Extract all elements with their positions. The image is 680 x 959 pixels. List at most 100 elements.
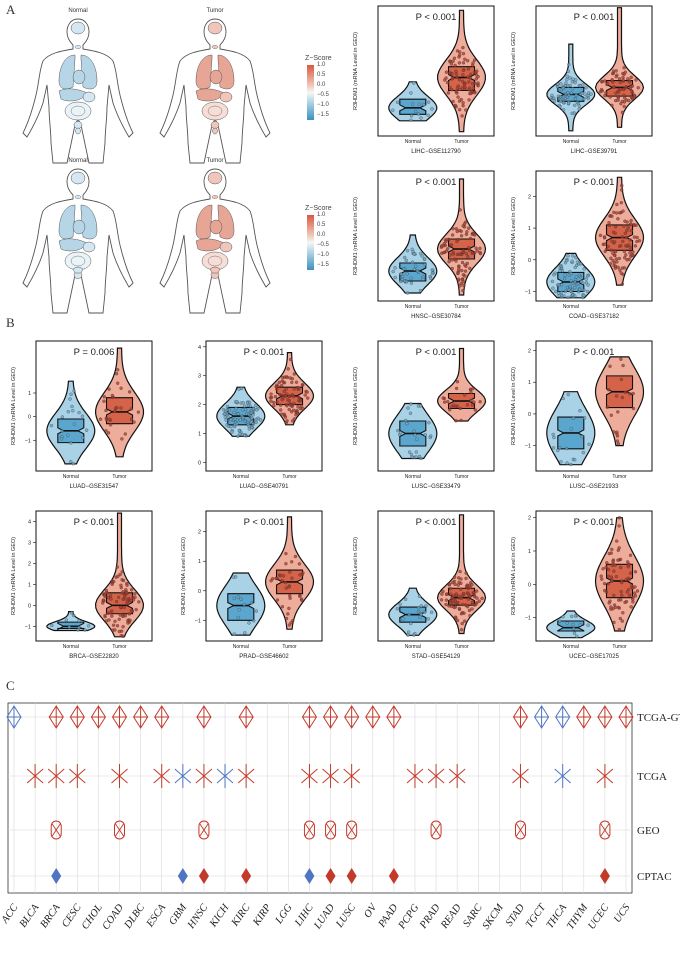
data-point — [393, 266, 397, 270]
data-point — [108, 423, 113, 427]
data-point — [470, 63, 475, 67]
data-point — [448, 408, 452, 412]
data-point — [571, 416, 576, 420]
marker-diamond-outline-up — [111, 705, 128, 729]
data-point — [444, 239, 448, 244]
data-point — [60, 429, 64, 433]
data-point — [232, 410, 236, 415]
marker-asterisk-up — [301, 764, 318, 788]
data-point — [601, 567, 605, 571]
data-point — [407, 612, 411, 617]
data-point — [298, 398, 303, 402]
stomach-organ — [219, 91, 233, 103]
y-tick-label: 2 — [198, 403, 201, 409]
data-point — [108, 594, 113, 598]
data-point — [573, 97, 578, 101]
data-point — [119, 629, 124, 633]
data-point — [404, 418, 408, 423]
data-point — [617, 598, 621, 602]
data-point — [626, 587, 631, 592]
data-point — [551, 286, 555, 290]
data-point — [459, 628, 464, 632]
marker-asterisk-up — [512, 764, 529, 788]
data-point — [556, 94, 561, 98]
data-point — [613, 225, 618, 229]
data-point — [551, 446, 556, 450]
data-point — [615, 260, 619, 264]
data-point — [614, 250, 618, 254]
data-point — [49, 423, 54, 428]
y-tick-label: 2 — [528, 194, 531, 200]
data-point — [471, 86, 475, 90]
data-point — [251, 407, 256, 411]
cancer-label-pcpg: PCPG — [396, 902, 422, 932]
marker-crossed-oval-up — [50, 820, 62, 840]
data-point — [456, 95, 460, 99]
data-point — [622, 93, 626, 97]
data-point — [129, 598, 133, 603]
data-point — [631, 250, 635, 254]
data-point — [621, 209, 625, 213]
data-point — [603, 588, 607, 593]
data-point — [566, 392, 570, 397]
body-title-tumor-1: Tumor — [206, 8, 224, 14]
p-value-label: P < 0.001 — [244, 347, 285, 358]
data-point — [410, 260, 415, 264]
data-point — [461, 101, 465, 105]
marker-diamond-outline-up — [618, 705, 634, 729]
data-point — [581, 281, 585, 285]
data-point — [457, 277, 461, 281]
data-point — [289, 621, 293, 625]
data-point — [617, 256, 621, 261]
data-point — [569, 91, 574, 95]
data-point — [295, 411, 299, 415]
data-point — [621, 611, 625, 615]
data-point — [559, 264, 564, 269]
data-point — [108, 611, 113, 615]
data-point — [635, 235, 639, 240]
marker-asterisk-up — [26, 764, 44, 788]
data-point — [461, 73, 465, 77]
body-figure-female-tumor — [140, 165, 290, 315]
data-point — [559, 290, 564, 295]
data-point — [567, 62, 571, 67]
data-point — [134, 607, 138, 612]
data-point — [286, 367, 290, 371]
data-point — [414, 109, 418, 114]
data-point — [421, 277, 425, 281]
data-point — [578, 623, 582, 627]
cancer-label-hnsc: HNSC — [185, 902, 211, 932]
data-point — [289, 357, 293, 362]
data-point — [586, 623, 590, 627]
data-point — [229, 417, 233, 422]
data-point — [620, 266, 625, 270]
data-point — [621, 78, 625, 82]
data-point — [624, 85, 628, 89]
p-value-label: P = 0.006 — [74, 347, 115, 358]
data-point — [224, 418, 228, 422]
data-point — [620, 580, 624, 585]
data-point — [466, 591, 470, 596]
data-point — [616, 217, 620, 221]
data-point — [466, 254, 470, 259]
data-point — [473, 408, 477, 412]
brain-organ — [207, 21, 223, 35]
data-point — [622, 66, 626, 70]
data-point — [417, 102, 421, 106]
data-point — [298, 594, 302, 598]
data-point — [444, 70, 449, 74]
data-point — [464, 108, 468, 112]
data-point — [451, 580, 455, 585]
data-point — [129, 588, 134, 592]
marker-diamond-outline-up — [576, 705, 592, 729]
data-point — [574, 78, 578, 82]
row-label-tcga-gtex: TCGA-GTEx — [637, 712, 680, 724]
data-point — [614, 574, 619, 579]
data-point — [119, 386, 123, 390]
data-point — [284, 387, 288, 391]
marker-diamond-outline-down — [555, 705, 571, 729]
